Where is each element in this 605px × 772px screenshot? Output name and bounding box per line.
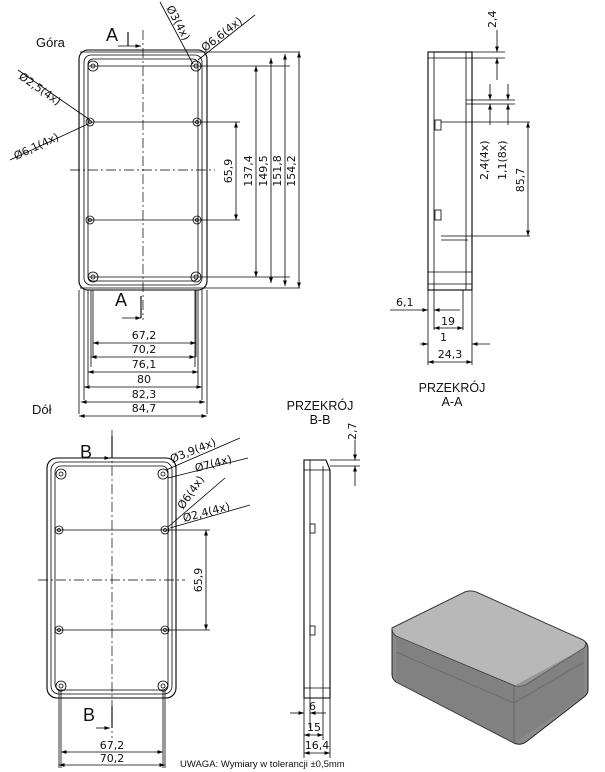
dim-aa-24-3: 24,3 <box>438 348 463 361</box>
section-aa-title: PRZEKRÓJ <box>419 380 486 395</box>
enclosure-3d-view <box>391 590 589 745</box>
section-b-bottom-letter: B <box>83 705 95 725</box>
dim-aa-2-4: 2,4 <box>486 11 499 29</box>
dim-bottom-h-67-2: 67,2 <box>100 739 125 752</box>
section-aa: 2,4 2,4(4x) 1,1(8x) 85,7 6,1 19 1 24,3 P… <box>390 11 530 409</box>
dim-hole-2-5: Ø2,5(4x) <box>16 70 63 108</box>
dim-h-80: 80 <box>137 373 151 386</box>
dim-v-137-4: 137,4 <box>242 155 255 187</box>
dim-h-70-2: 70,2 <box>132 343 157 356</box>
dim-aa-6-1: 6,1 <box>396 296 414 309</box>
top-view: Góra A A Ø3( <box>9 1 301 418</box>
dim-h-84-7: 84,7 <box>132 402 157 415</box>
dim-bb-16-4: 16,4 <box>305 739 330 752</box>
dim-v-151-8: 151,8 <box>271 155 284 187</box>
section-a-top-letter: A <box>106 25 118 45</box>
dim-aa-2-4-4x: 2,4(4x) <box>478 140 491 180</box>
section-bb-outline <box>303 459 331 699</box>
dim-aa-1: 1 <box>440 331 447 344</box>
dim-bb-15: 15 <box>307 721 321 734</box>
section-a-bottom-letter: A <box>115 290 127 310</box>
dim-h-67-2: 67,2 <box>132 329 157 342</box>
section-bb: PRZEKRÓJ B-B 2,7 6 15 16,4 <box>287 398 360 758</box>
top-screw-holes <box>85 60 202 283</box>
dim-bb-2-7: 2,7 <box>346 423 359 441</box>
section-aa-subtitle: A-A <box>442 395 464 409</box>
dim-bottom-h-70-2: 70,2 <box>100 752 125 765</box>
dim-aa-19: 19 <box>441 315 455 328</box>
dim-v-65-9: 65,9 <box>222 159 235 184</box>
section-bb-subtitle: B-B <box>310 413 331 427</box>
bottom-view-label: Dół <box>32 402 52 417</box>
dim-hole-3: Ø3(4x) <box>163 3 192 42</box>
dim-h-76-1: 76,1 <box>132 358 157 371</box>
dim-v-154-2: 154,2 <box>285 155 298 187</box>
bottom-view: Dół B B Ø3,9(4x) Ø7(4x) Ø6(4x <box>32 402 251 768</box>
top-view-label: Góra <box>36 35 66 50</box>
bottom-inner-outline-2 <box>54 465 169 691</box>
dim-aa-85-7: 85,7 <box>514 168 527 193</box>
dim-aa-1-1-8x: 1,1(8x) <box>496 140 509 180</box>
dim-hole-6-6: Ø6,6(4x) <box>199 14 245 54</box>
tolerance-note: UWAGA: Wymiary w tolerancji ±0,5mm <box>180 759 345 770</box>
dim-v-149-5: 149,5 <box>257 155 270 187</box>
dim-h-82-3: 82,3 <box>132 388 157 401</box>
bottom-outline <box>46 457 177 699</box>
bottom-inner-outline <box>50 461 173 695</box>
dim-bb-6: 6 <box>309 700 316 713</box>
section-aa-outline <box>427 51 473 291</box>
dim-bottom-v-65-9: 65,9 <box>192 568 205 593</box>
dim-hole-6-1: Ø6,1(4x) <box>12 131 61 163</box>
section-bb-title: PRZEKRÓJ <box>287 398 354 413</box>
section-b-top-letter: B <box>80 442 92 462</box>
